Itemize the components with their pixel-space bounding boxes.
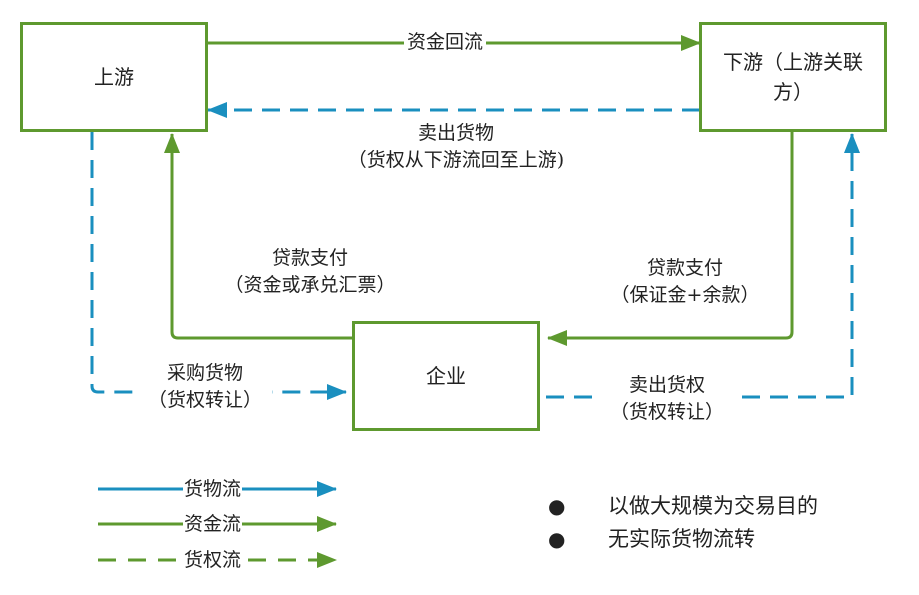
node-downstream-label: 下游（上游关联方） (723, 50, 863, 104)
node-downstream: 下游（上游关联方） (699, 22, 887, 132)
note-item: ● 无实际货物流转 (548, 523, 818, 556)
legend-title-label: 货权流 (183, 548, 243, 572)
label-loan-pay-right: 贷款支付 （保证金+余款） (610, 257, 760, 306)
notes-list: ● 以做大规模为交易目的 ● 无实际货物流转 (548, 490, 818, 556)
node-enterprise-label: 企业 (426, 364, 466, 388)
edge-loan-pay-left (164, 133, 352, 340)
label-sell-title: 卖出货权 （货权转让） (600, 372, 734, 426)
node-upstream-label: 上游 (94, 65, 134, 89)
label-purchase: 采购货物 （货权转让） (138, 360, 272, 414)
label-loan-pay-left: 贷款支付 （资金或承兑汇票） (224, 247, 396, 296)
edge-purchase (90, 132, 347, 400)
label-sell-goods: 卖出货物 （货权从下游流回至上游) (347, 122, 565, 171)
legend-goods-label: 货物流 (183, 477, 243, 501)
node-upstream: 上游 (20, 22, 208, 132)
edge-loan-pay-right (547, 132, 794, 346)
bullet-icon: ● (548, 494, 566, 518)
label-capital-return: 资金回流 (404, 29, 487, 56)
node-enterprise: 企业 (352, 321, 540, 431)
note-item: ● 以做大规模为交易目的 (548, 490, 818, 523)
bullet-icon: ● (548, 527, 566, 551)
legend-money-label: 资金流 (183, 512, 243, 536)
